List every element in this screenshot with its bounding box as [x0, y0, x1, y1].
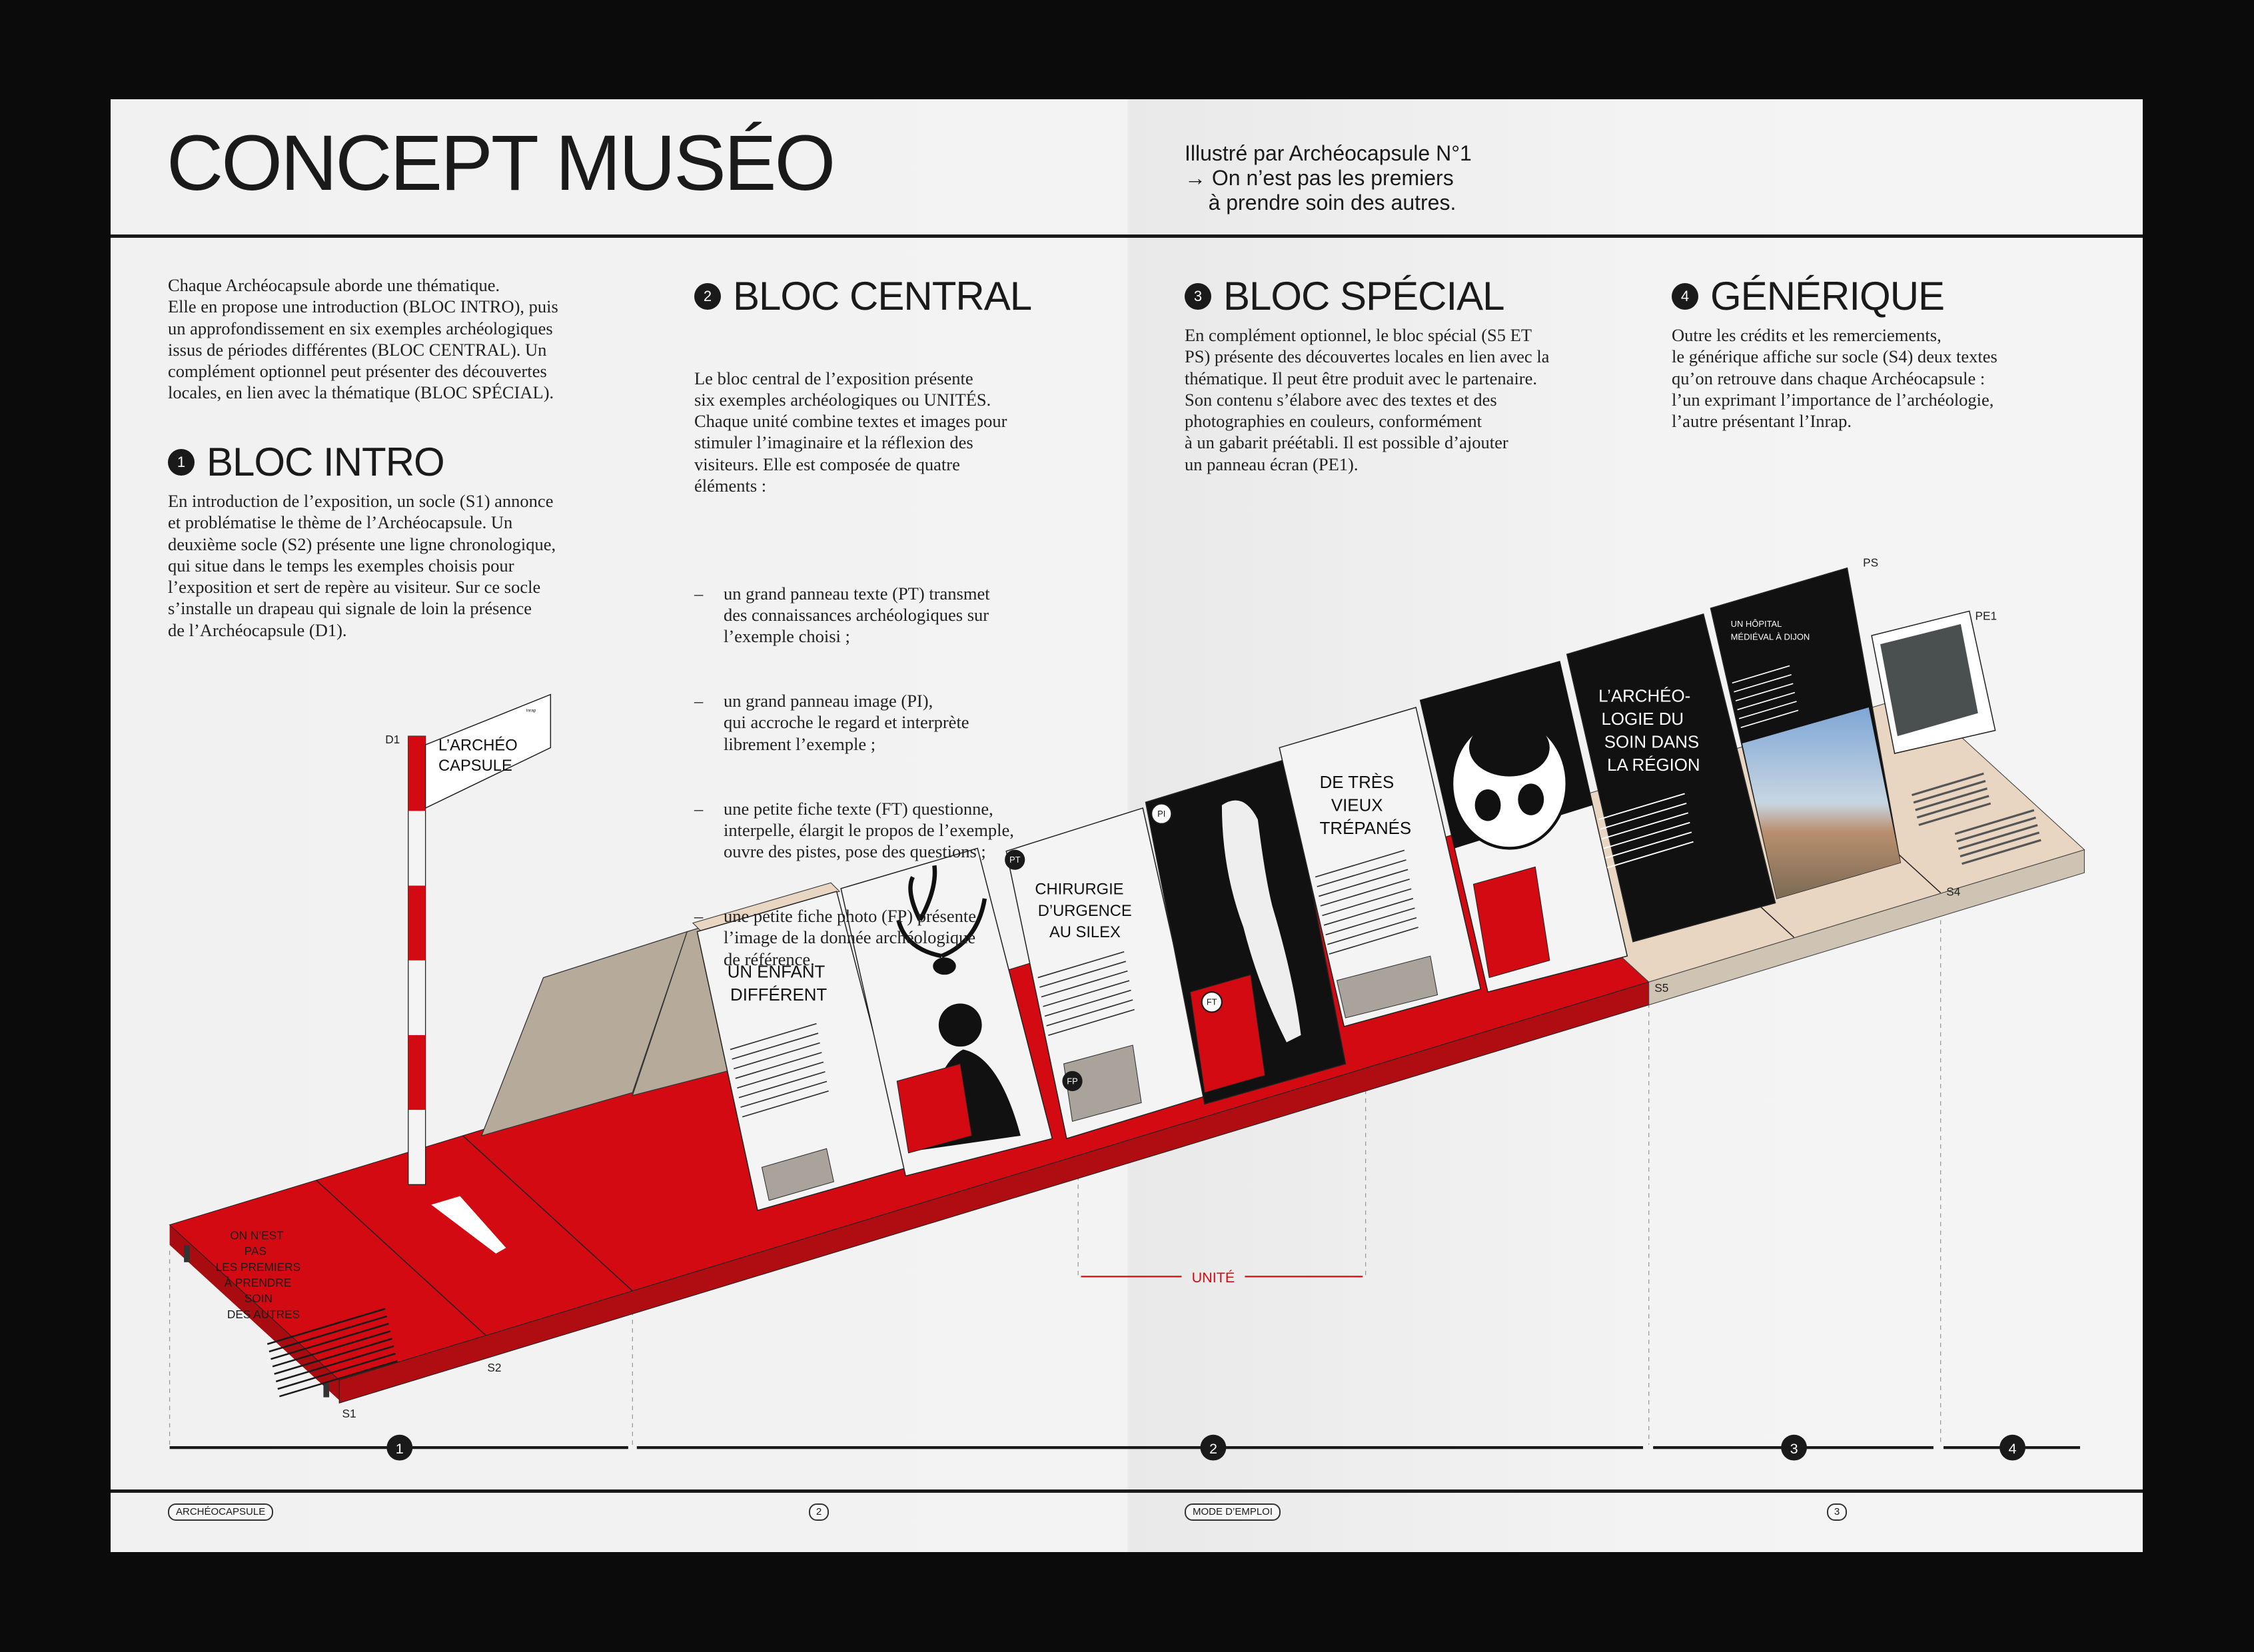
dash: –	[694, 906, 704, 927]
section-text: En introduction de l’exposition, un socl…	[168, 491, 556, 640]
page-number-right: 3	[1827, 1503, 1847, 1521]
list-item: –un grand panneau image (PI), qui accroc…	[694, 690, 1014, 755]
list-item-text: un grand panneau texte (PT) transmet des…	[724, 583, 990, 647]
list-item: –un grand panneau texte (PT) transmet de…	[694, 583, 1014, 647]
intro-paragraph: Chaque Archéocapsule aborde une thématiq…	[168, 275, 558, 403]
section-title: BLOC INTRO	[207, 440, 445, 484]
subtitle-line: à prendre soin des autres.	[1185, 191, 1456, 214]
number-badge: 1	[168, 449, 195, 476]
number-badge: 2	[694, 283, 721, 310]
subtitle: Illustré par Archéocapsule N°1 → On n’es…	[1185, 141, 1472, 215]
list-item: –une petite fiche photo (FP) présente l’…	[694, 905, 1014, 970]
number-badge: 4	[1672, 283, 1698, 310]
section-title: BLOC CENTRAL	[733, 274, 1032, 318]
dash: –	[694, 798, 704, 819]
page-number-left: 2	[809, 1503, 829, 1521]
header-rule	[111, 234, 2143, 238]
subtitle-line: → On n’est pas les premiers	[1185, 166, 1454, 190]
section-title: GÉNÉRIQUE	[1710, 274, 1945, 318]
subtitle-line: Illustré par Archéocapsule N°1	[1185, 141, 1472, 165]
section-paragraph: Le bloc central de l’exposition présente…	[694, 368, 1007, 496]
footer-tag-archeocapsule: ARCHÉOCAPSULE	[168, 1503, 274, 1521]
list-item: –une petite fiche texte (FT) questionne,…	[694, 798, 1014, 863]
page-title: CONCEPT MUSÉO	[167, 119, 836, 207]
list-item-text: un grand panneau image (PI), qui accroch…	[724, 691, 969, 754]
section-text: En complément optionnel, le bloc spécial…	[1185, 325, 1550, 474]
number-badge: 3	[1185, 283, 1211, 310]
section-heading-generique: 4 GÉNÉRIQUE	[1672, 274, 1945, 318]
footer-tag-mode-emploi: MODE D’EMPLOI	[1185, 1503, 1281, 1521]
list-item-text: une petite fiche texte (FT) questionne, …	[724, 798, 1014, 862]
dash: –	[694, 583, 704, 604]
section-heading-bloc-central: 2 BLOC CENTRAL	[694, 274, 1032, 318]
section-text: Outre les crédits et les remerciements, …	[1672, 325, 1997, 432]
section-title: BLOC SPÉCIAL	[1223, 274, 1505, 318]
section-heading-bloc-special: 3 BLOC SPÉCIAL	[1185, 274, 1505, 318]
section-heading-bloc-intro: 1 BLOC INTRO	[168, 440, 445, 484]
list-item-text: une petite fiche photo (FP) présente l’i…	[724, 906, 976, 969]
dash: –	[694, 691, 704, 711]
section-text: Le bloc central de l’exposition présente…	[694, 324, 1014, 1034]
footer-rule	[111, 1489, 2143, 1493]
element-list: –un grand panneau texte (PT) transmet de…	[694, 540, 1014, 1013]
